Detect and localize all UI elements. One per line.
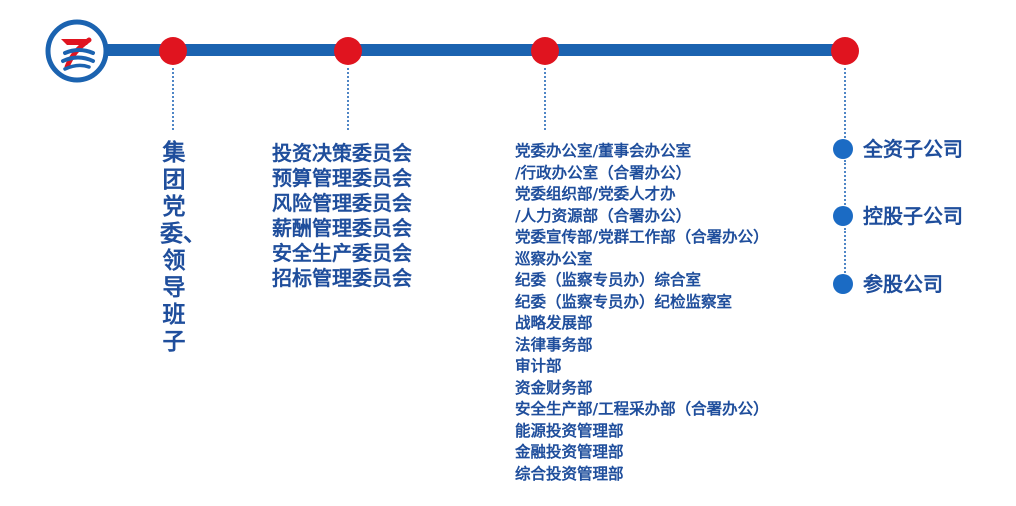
connector-leadership: [172, 68, 174, 130]
department-item: /行政办公室（合署办公）: [515, 163, 692, 182]
node-dot-departments: [531, 37, 559, 65]
committee-item: 风险管理委员会: [272, 191, 412, 215]
connector-companies-top: [844, 68, 846, 138]
department-item: 巡察办公室: [515, 249, 593, 268]
committee-item: 安全生产委员会: [272, 241, 412, 265]
node-dot-leadership: [159, 37, 187, 65]
connector-companies-middle: [844, 160, 846, 205]
bullet-dot-icon: [833, 274, 853, 294]
committee-item: 预算管理委员会: [272, 166, 412, 190]
bullet-dot-icon: [833, 206, 853, 226]
department-item: 党委宣传部/党群工作部（合署办公）: [515, 228, 769, 246]
connector-departments: [544, 68, 546, 130]
main-timeline-line: [88, 44, 850, 56]
company-label: 控股子公司: [863, 204, 963, 228]
connector-companies-bottom: [844, 228, 846, 273]
company-label: 参股公司: [863, 272, 943, 296]
committee-item: 薪酬管理委员会: [272, 216, 412, 240]
connector-committees: [347, 68, 349, 130]
node-dot-committees: [334, 37, 362, 65]
committee-item: 招标管理委员会: [272, 266, 412, 290]
department-item: 法律事务部: [515, 335, 593, 354]
department-item: 纪委（监察专员办）纪检监察室: [515, 292, 733, 311]
committee-list: 投资决策委员会 预算管理委员会 风险管理委员会 薪酬管理委员会 安全生产委员会 …: [272, 141, 412, 291]
department-item: 战略发展部: [515, 314, 593, 332]
committee-item: 投资决策委员会: [272, 141, 412, 165]
bullet-dot-icon: [833, 139, 853, 159]
company-logo-icon: [45, 19, 109, 83]
company-item-minority: 参股公司: [833, 272, 943, 296]
department-item: 能源投资管理部: [515, 421, 624, 440]
company-item-holding: 控股子公司: [833, 204, 963, 228]
department-item: /人力资源部（合署办公）: [515, 206, 692, 225]
department-item: 综合投资管理部: [515, 464, 624, 483]
department-item: 金融投资管理部: [515, 443, 624, 461]
leadership-vertical-text: 集团党委、领导班子: [160, 140, 206, 355]
department-item: 资金财务部: [515, 378, 593, 397]
company-item-wholly-owned: 全资子公司: [833, 137, 963, 161]
department-item: 审计部: [515, 357, 562, 375]
department-item: 纪委（监察专员办）综合室: [515, 271, 702, 289]
department-item: 党委办公室/董事会办公室: [515, 142, 692, 160]
company-label: 全资子公司: [863, 137, 963, 161]
department-list: 党委办公室/董事会办公室 /行政办公室（合署办公） 党委组织部/党委人才办 /人…: [515, 141, 769, 485]
department-item: 安全生产部/工程采办部（合署办公）: [515, 400, 769, 418]
department-item: 党委组织部/党委人才办: [515, 185, 676, 203]
node-dot-companies: [831, 37, 859, 65]
